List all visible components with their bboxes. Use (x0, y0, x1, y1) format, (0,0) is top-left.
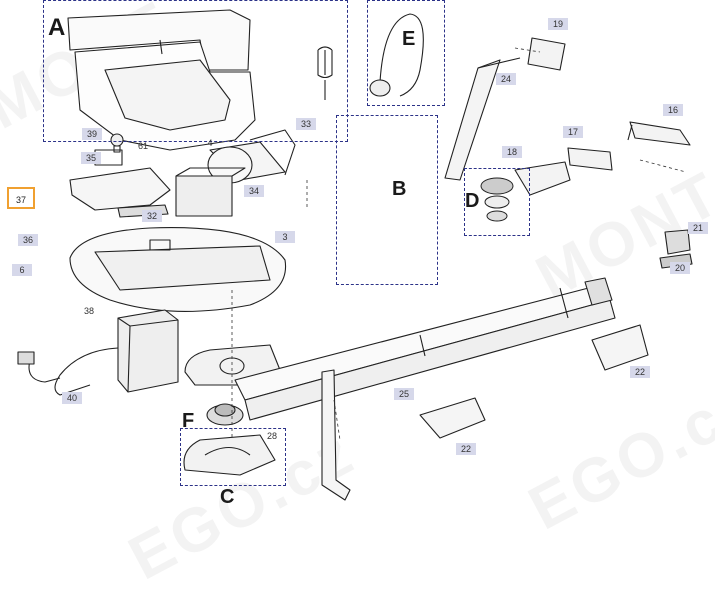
group-label-f: F (182, 410, 195, 432)
gear-set-d (480, 177, 514, 222)
part-callout-18[interactable]: 18 (502, 146, 522, 158)
part-callout-36[interactable]: 36 (18, 234, 38, 246)
part-callout-4[interactable]: 4 (207, 138, 213, 148)
group-box-d (464, 168, 530, 236)
part-callout-3[interactable]: 3 (275, 231, 295, 243)
rail-clamp-22b (419, 397, 486, 439)
part-callout-20[interactable]: 20 (670, 262, 690, 274)
part-callout-24[interactable]: 24 (496, 73, 516, 85)
part-callout-35[interactable]: 35 (81, 152, 101, 164)
part-callout-21[interactable]: 21 (688, 222, 708, 234)
group-label-d: D (465, 190, 480, 212)
part-callout-19[interactable]: 19 (548, 18, 568, 30)
part-callout-37-selected[interactable]: 37 (7, 187, 35, 209)
part-callout-34[interactable]: 34 (244, 185, 264, 197)
plate-18 (514, 161, 571, 196)
motor-assembly (69, 129, 296, 218)
group-box-c (180, 428, 286, 486)
vertical-bracket (321, 369, 351, 501)
part-callout-39[interactable]: 39 (82, 128, 102, 140)
line-drawing (17, 9, 693, 501)
part-callout-61[interactable]: 61 (137, 141, 148, 151)
part-callout-33[interactable]: 33 (296, 118, 316, 130)
wall-bracket-16 (627, 121, 691, 146)
group-label-e: E (402, 28, 416, 50)
power-supply (17, 309, 179, 396)
emergency-release-cable-e (369, 13, 424, 97)
door-arm-24 (444, 57, 521, 181)
rail-25 (234, 277, 616, 421)
part-callout-32[interactable]: 32 (142, 210, 162, 222)
sprocket-housing-c (183, 434, 276, 476)
group-box-a (43, 0, 348, 142)
rail-clamp-22a (591, 324, 649, 371)
motor-cover-a (67, 9, 333, 151)
part-callout-16[interactable]: 16 (663, 104, 683, 116)
part-callout-6[interactable]: 6 (12, 264, 32, 276)
group-label-b: B (392, 178, 407, 200)
part-callout-17[interactable]: 17 (563, 126, 583, 138)
group-box-e (367, 0, 445, 106)
base-plate (69, 227, 287, 312)
part-callout-40[interactable]: 40 (62, 392, 82, 404)
part-callout-22b[interactable]: 22 (456, 443, 476, 455)
group-label-c: C (220, 486, 235, 508)
bracket-17 (567, 147, 613, 171)
part-callout-28[interactable]: 28 (266, 431, 277, 441)
bulb-39 (110, 133, 124, 153)
group-box-b (336, 115, 438, 285)
wall-bracket-19 (527, 37, 566, 71)
part-callout-25[interactable]: 25 (394, 388, 414, 400)
part-callout-22a[interactable]: 22 (630, 366, 650, 378)
sprocket-f (206, 403, 244, 426)
group-label-a: A (48, 14, 66, 41)
part-callout-38[interactable]: 38 (83, 306, 94, 316)
